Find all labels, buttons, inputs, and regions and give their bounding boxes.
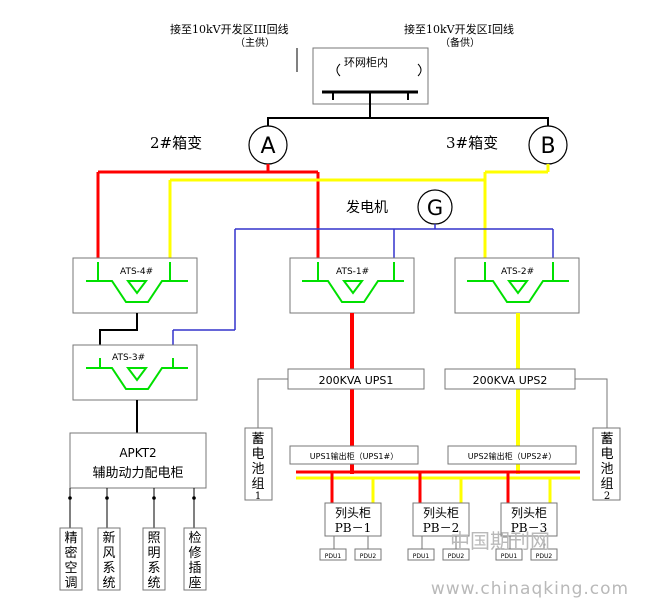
ats-3-panel: ATS-3#: [72, 344, 198, 401]
svg-text:PDU2: PDU2: [448, 553, 465, 560]
battery-group-1: 蓄 电 池 组 1: [244, 427, 273, 502]
pb-3-cabinet: 列头柜 PB－3: [500, 502, 558, 537]
svg-text:PDU1: PDU1: [413, 553, 430, 560]
feed-to-transformer-b: [370, 117, 549, 128]
svg-text:系: 系: [147, 561, 160, 576]
load-branches: [68, 488, 196, 528]
svg-text:组: 组: [600, 477, 613, 492]
source-right-line1: 接至10kV开发区I回线: [404, 22, 514, 36]
pdu-branches: [333, 536, 545, 549]
transformer-b-letter: B: [540, 134, 555, 159]
ats-1-panel: ATS-1#: [289, 257, 415, 314]
transformer-a-letter: A: [260, 134, 275, 159]
svg-text:PB－1: PB－1: [335, 521, 372, 535]
svg-text:PDU1: PDU1: [325, 553, 342, 560]
ats-4-panel: ATS-4#: [72, 257, 198, 314]
ups2-output-label: UPS2输出柜（UPS2#）: [468, 451, 556, 461]
battery-group-2: 蓄 电 池 组 2: [592, 427, 621, 502]
ups2-output-box: [447, 445, 577, 465]
svg-text:统: 统: [147, 576, 160, 591]
svg-text:检: 检: [188, 531, 201, 546]
svg-text:电: 电: [251, 447, 264, 462]
generator-letter: G: [427, 196, 443, 220]
svg-text:列头柜: 列头柜: [511, 506, 547, 520]
apkt2-title: APKT2: [119, 446, 156, 460]
svg-text:照: 照: [147, 531, 160, 546]
svg-text:PDU2: PDU2: [536, 553, 553, 560]
battery1-connection: [257, 378, 288, 428]
svg-text:列头柜: 列头柜: [423, 506, 459, 520]
ring-cabinet-label: 环网柜内: [344, 55, 388, 69]
svg-text:PB－2: PB－2: [423, 521, 460, 535]
watermark-url: www.chinaqking.com: [431, 579, 629, 599]
svg-text:PDU2: PDU2: [360, 553, 377, 560]
ring-switch-symbols: [336, 63, 422, 77]
svg-text:风: 风: [102, 546, 115, 561]
ups2-box: [444, 368, 576, 390]
svg-text:统: 统: [102, 576, 115, 591]
svg-text:明: 明: [147, 546, 160, 561]
svg-text:组: 组: [251, 477, 264, 492]
load-precision-ac: 精 密 空 调: [59, 527, 83, 591]
feed-to-transformer-a: [267, 92, 371, 128]
svg-text:池: 池: [251, 462, 264, 477]
load-lighting: 照 明 系 统: [142, 527, 166, 591]
svg-text:池: 池: [600, 462, 613, 477]
svg-text:空: 空: [64, 561, 77, 576]
source-left-line1: 接至10kV开发区III回线: [170, 22, 289, 36]
ups1-output-label: UPS1输出柜（UPS1#）: [310, 451, 398, 461]
svg-text:座: 座: [188, 576, 201, 591]
svg-text:2: 2: [604, 491, 610, 502]
ats-1-label: ATS-1#: [336, 267, 369, 277]
load-fresh-air: 新 风 系 统: [97, 527, 121, 591]
svg-text:蓄: 蓄: [251, 432, 264, 447]
ats-4-label: ATS-4#: [120, 267, 153, 277]
svg-text:精: 精: [64, 531, 77, 546]
pb-drops: [330, 472, 552, 506]
transformer-b-label: 3#箱变: [446, 134, 498, 152]
svg-text:调: 调: [64, 576, 77, 591]
source-left-line2: （主供）: [235, 36, 275, 49]
svg-text:1: 1: [255, 491, 261, 502]
battery2-connection: [575, 378, 608, 428]
watermark-cn: 中国期刊网: [450, 529, 550, 553]
ats-2-label: ATS-2#: [501, 267, 534, 277]
backup-feed-yellow: [168, 164, 550, 262]
load-maintenance-socket: 检 修 插 座: [183, 527, 207, 591]
apkt2-subtitle: 辅助动力配电柜: [92, 466, 183, 481]
main-feed-red: [96, 164, 320, 262]
source-right-line2: （备供）: [440, 36, 480, 49]
svg-text:新: 新: [102, 530, 115, 546]
ups1-box: [287, 368, 425, 390]
svg-text:密: 密: [64, 545, 77, 561]
apkt2-cabinet: [69, 432, 207, 489]
ups2-label: 200KVA UPS2: [473, 374, 548, 387]
svg-text:修: 修: [188, 546, 201, 561]
generator-label: 发电机: [346, 200, 388, 216]
pb-1-cabinet: 列头柜 PB－1: [324, 502, 382, 537]
svg-text:系: 系: [102, 561, 115, 576]
svg-text:插: 插: [188, 561, 201, 576]
ats-2-panel: ATS-2#: [454, 257, 580, 314]
transformer-a-label: 2#箱变: [150, 134, 202, 152]
pb-2-cabinet: 列头柜 PB－2: [412, 502, 470, 537]
ups1-output-box: [289, 445, 419, 465]
ats-3-label: ATS-3#: [112, 353, 145, 363]
svg-text:PB－3: PB－3: [511, 521, 548, 535]
ups1-label: 200KVA UPS1: [319, 374, 394, 387]
svg-text:蓄: 蓄: [600, 432, 613, 447]
svg-text:电: 电: [600, 447, 613, 462]
pdu-boxes: PDU1 PDU2 PDU1 PDU2 PDU1 PDU2: [319, 548, 558, 561]
svg-text:列头柜: 列头柜: [335, 506, 371, 520]
svg-text:PDU1: PDU1: [501, 553, 518, 560]
